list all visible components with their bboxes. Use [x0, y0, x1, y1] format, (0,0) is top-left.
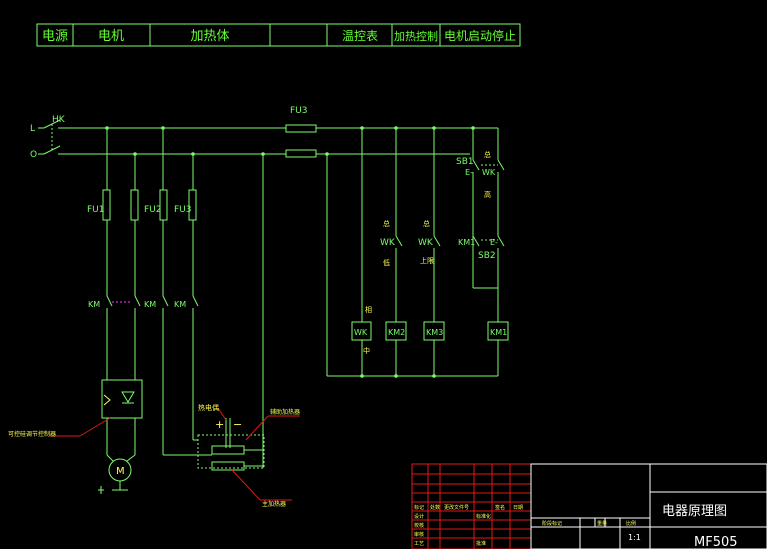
junction-dots [105, 126, 475, 378]
title-row-check: 校核 [414, 522, 424, 529]
label-e-sb2: E- [490, 238, 498, 247]
header-cell-heat-control: 加热控制 [394, 29, 438, 43]
tag-gao: 高 [484, 190, 491, 199]
note-aux-heater: 辅助加热器 [270, 408, 300, 416]
label-sb1: SB1 [456, 157, 474, 167]
label-km-b: KM [144, 300, 156, 309]
title-stage-weight: 重量 [597, 520, 607, 527]
header-cell-power: 电源 [42, 29, 68, 44]
header-table [36, 23, 521, 47]
tag-zhong: 中 [363, 346, 370, 355]
label-wk-coil: WK [354, 328, 368, 337]
note-main-heater: 主加热器 [262, 500, 286, 508]
label-plus: + [215, 418, 224, 431]
label-fu1: FU1 [87, 205, 105, 215]
drawing-code: MF505 [694, 535, 738, 549]
label-sb2: SB2 [478, 251, 496, 261]
tag-di: 低 [383, 258, 390, 267]
title-col-date: 日期 [513, 505, 523, 511]
header-cell-motor: 电机 [98, 29, 124, 44]
title-stage-scale: 比例 [626, 520, 636, 527]
header-cell-heater: 加热体 [190, 29, 229, 44]
wiring [38, 119, 509, 494]
tag-zong-2: 总 [423, 219, 430, 228]
title-row-mark: 标记 [414, 504, 424, 511]
label-wk-sw2: WK [418, 238, 434, 248]
label-km1-coil: KM1 [490, 328, 507, 337]
title-row-design: 设计 [414, 513, 424, 520]
title-block: 标记 设计 校核 审核 工艺 处数 更改文件号 签名 日期 标准化 批准 阶段标… [411, 463, 767, 549]
note-controller: 可控硅调节控制器 [8, 430, 56, 438]
title-row-review: 审核 [414, 531, 424, 538]
label-line-l: L [30, 124, 35, 134]
header-cell-motor-start-stop: 电机启动停止 [444, 28, 516, 43]
tag-zong-3: 总 [484, 150, 491, 159]
label-e-sb1: E- [465, 168, 473, 177]
title-scale-value: 1:1 [628, 533, 641, 542]
title-row-process: 工艺 [414, 541, 424, 547]
label-km-a: KM [88, 300, 100, 309]
note-thermocouple: 热电偶 [198, 403, 219, 412]
label-km2-coil: KM2 [388, 328, 405, 337]
title-std: 标准化 [476, 513, 491, 520]
title-col-count: 处数 [430, 504, 440, 511]
header-cell-temp-meter: 温控表 [342, 29, 378, 43]
title-col-change-doc: 更改文件号 [444, 504, 469, 511]
label-line-o: O [30, 150, 37, 160]
scr-diode-icon [103, 391, 135, 406]
label-km3-coil: KM3 [426, 328, 443, 337]
label-fu3: FU3 [174, 205, 192, 215]
title-stage-mark: 阶段标记 [542, 520, 562, 527]
drawing-title: 电器原理图 [662, 504, 727, 519]
label-wk-sw3: WK [482, 168, 496, 177]
tag-xiang: 相 [365, 305, 372, 314]
label-minus: − [233, 418, 242, 431]
title-col-sign: 签名 [495, 504, 505, 511]
label-motor: M [116, 466, 125, 477]
label-fu3-top: FU3 [290, 106, 308, 116]
tag-shangxian: 上限 [420, 256, 434, 265]
label-km-c: KM [174, 300, 186, 309]
title-approve: 批准 [476, 540, 486, 547]
label-fu2: FU2 [144, 205, 162, 215]
annotation-leaders [50, 407, 300, 501]
tag-zong-1: 总 [383, 219, 390, 228]
label-hk: HK [52, 115, 66, 125]
label-wk-sw1: WK [380, 238, 396, 248]
label-km1-contact: KM1 [458, 238, 475, 247]
